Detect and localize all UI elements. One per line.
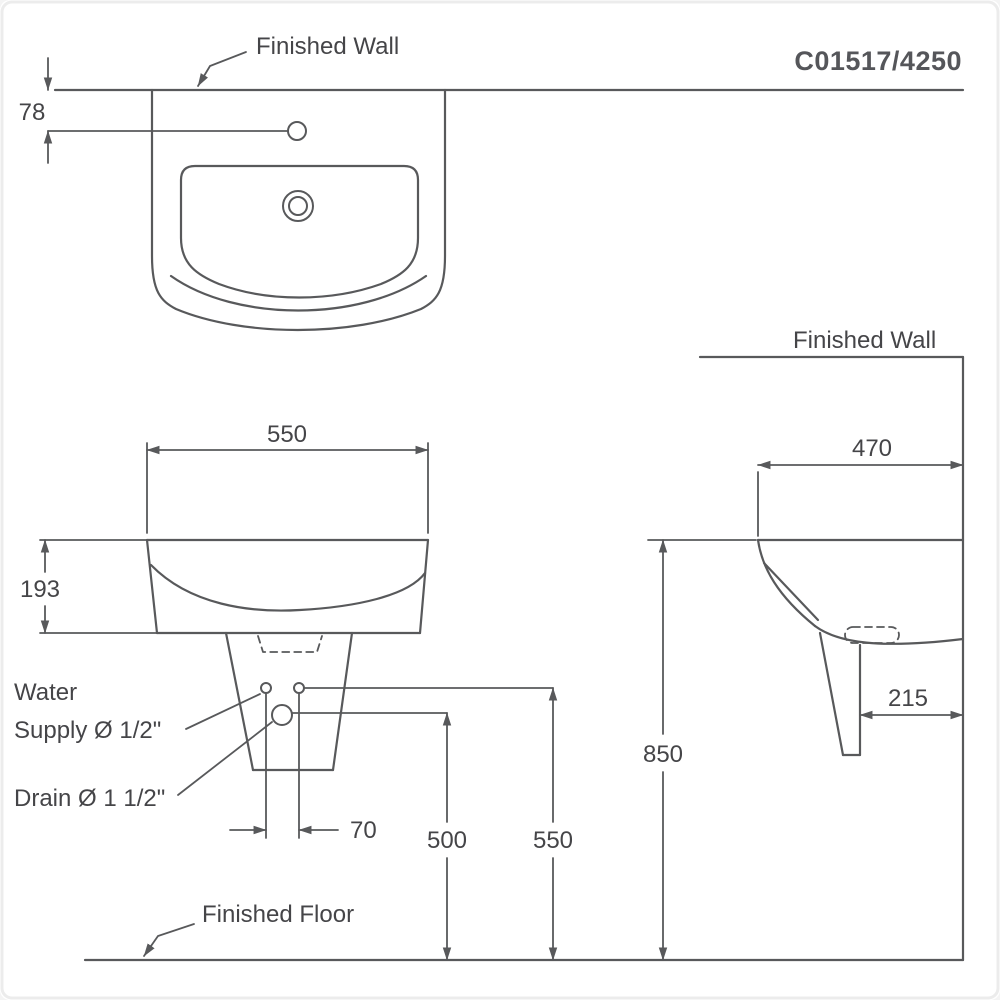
pedestal-left-edge [224,631,255,772]
model-number: C01517/4250 [794,46,962,76]
faucet-hole [287,121,307,141]
finished-floor-leader [143,923,195,957]
water-supply-hole-right [293,682,305,694]
pedestal-right-edge [331,631,354,772]
pedestal-hidden-line [257,635,323,653]
front-top-view: 78 Finished Wall C01517/4250 [19,33,965,332]
front-view: 550 193 Water Supply Ø 1/2" Drain Ø 1 1/… [14,421,965,962]
overflow-hole-inner [288,196,308,216]
side-front-crease [762,561,820,622]
dim-78-label: 78 [19,99,46,126]
drain-leader [177,721,273,796]
dim-215-label: 215 [888,685,928,712]
drain-hole [271,704,293,726]
dim-193-label: 193 [20,576,60,603]
finished-wall-top-leader [197,51,247,87]
water-supply-label-line2: Supply Ø 1/2" [14,717,161,744]
dim-470-label: 470 [852,435,892,462]
dim-550r-label: 550 [533,827,573,854]
basin-rim-curve [149,563,427,612]
finished-wall-top-label: Finished Wall [256,33,399,60]
side-front-slope [756,538,817,628]
dim-550-label: 550 [267,421,307,448]
dim-70-label: 70 [350,817,377,844]
drain-label: Drain Ø 1 1/2" [14,785,165,812]
basin-bowl-top [179,164,420,299]
side-pedestal-front [818,631,845,757]
basin-outline-top [150,88,447,332]
side-underside [813,624,965,645]
side-view: Finished Wall 470 215 [698,327,965,962]
dim-850-label: 850 [643,741,683,768]
finished-wall-side-label: Finished Wall [793,327,936,354]
dim-500-label: 500 [427,827,467,854]
basin-left-edge [145,538,159,635]
basin-right-edge [418,538,430,635]
water-supply-leader [185,693,261,730]
side-hidden-drain [844,626,900,644]
water-supply-label-line1: Water [14,679,77,706]
finished-floor-label: Finished Floor [202,901,354,928]
water-supply-hole-left [260,682,272,694]
basin-front-arc [169,274,428,312]
